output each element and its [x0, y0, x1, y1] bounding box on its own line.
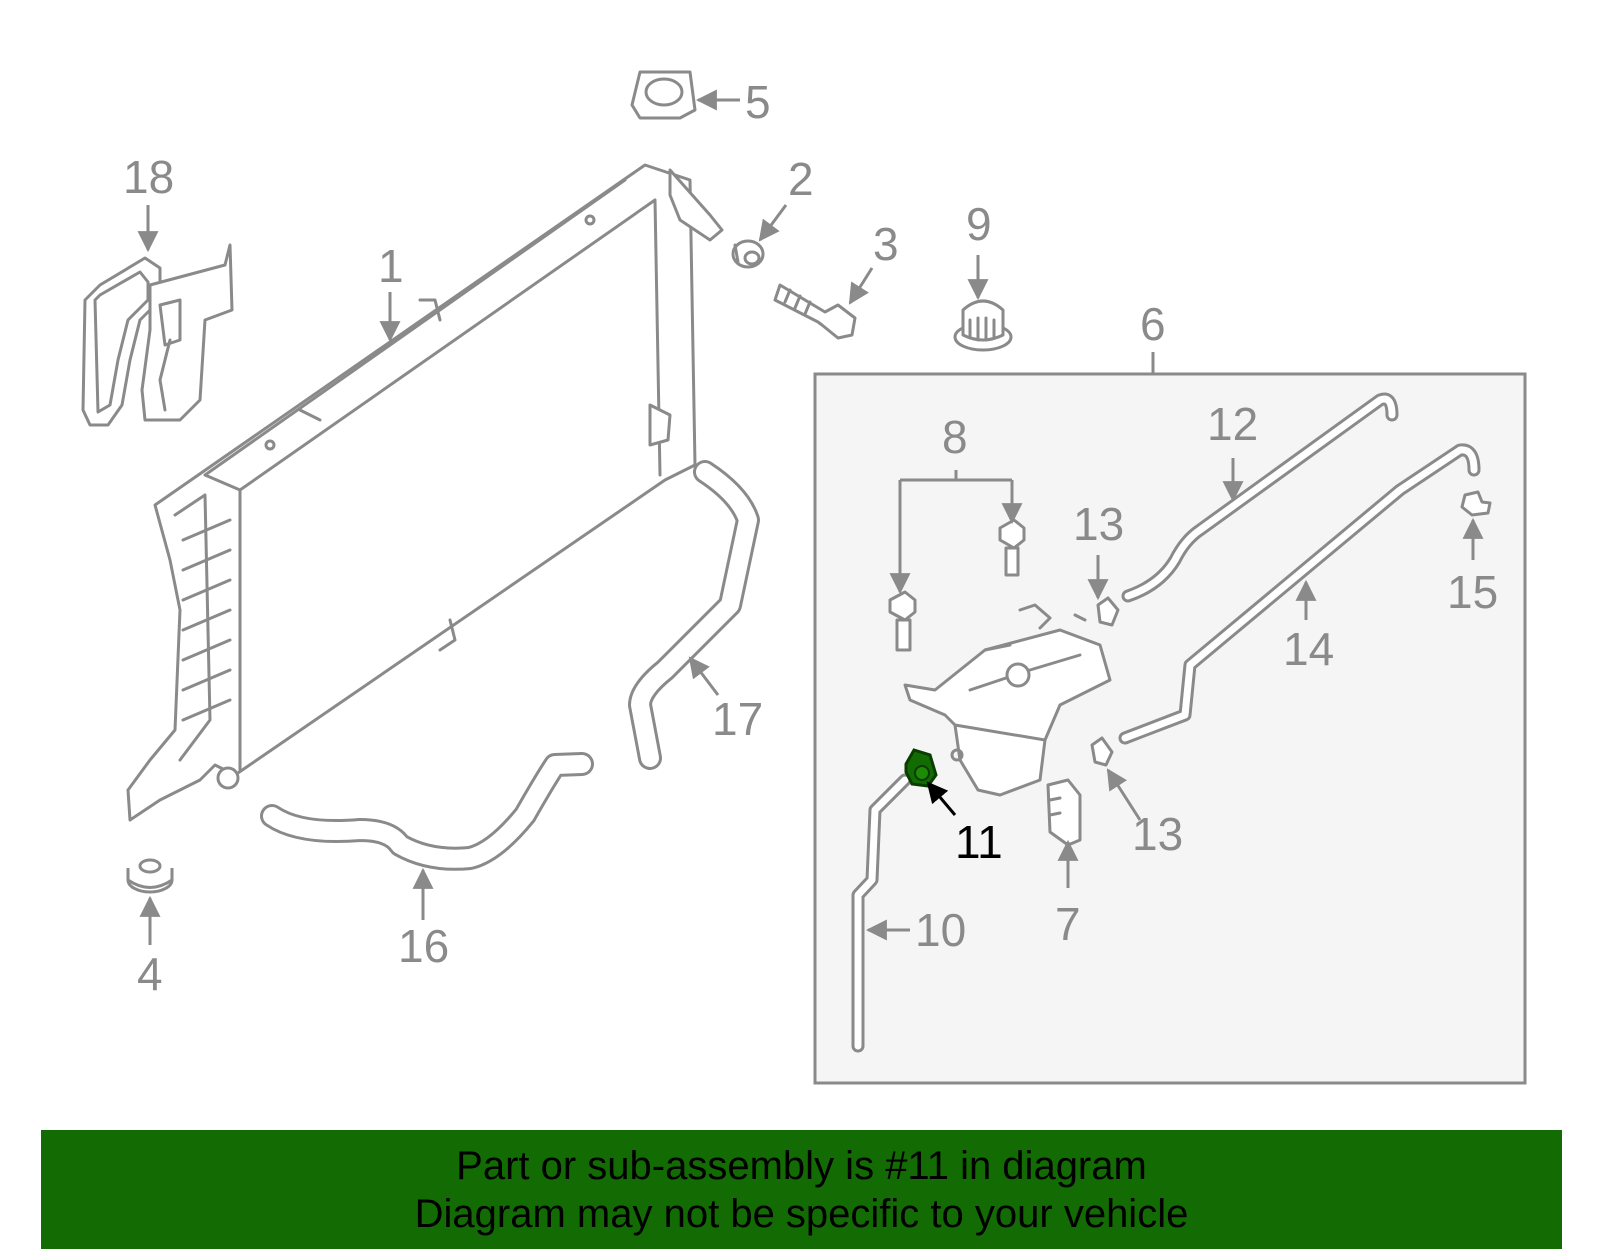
radiator-cap: [630, 70, 697, 120]
callout-13-lower: 13: [1132, 808, 1183, 860]
callout-14: 14: [1283, 623, 1334, 675]
air-guide-bracket: [81, 243, 234, 427]
radiator: [126, 163, 724, 822]
callout-7: 7: [1055, 898, 1081, 950]
grommet: [731, 239, 765, 269]
callout-15: 15: [1447, 566, 1498, 618]
banner-line-part: Part or sub-assembly is #11 in diagram: [456, 1144, 1147, 1188]
lower-radiator-hose: [260, 752, 594, 871]
callout-8: 8: [942, 411, 968, 463]
pipe-clip: [1460, 490, 1492, 517]
banner-line-disclaimer: Diagram may not be specific to your vehi…: [414, 1192, 1189, 1236]
overflow-pipe-12: [1121, 392, 1399, 603]
callout-2: 2: [788, 153, 814, 205]
callout-4: 4: [137, 948, 163, 1000]
callout-1: 1: [378, 240, 404, 292]
callout-13-upper: 13: [1073, 498, 1124, 550]
coolant-reservoir-tank: [903, 603, 1112, 797]
callout-17: 17: [712, 693, 763, 745]
callout-16: 16: [398, 920, 449, 972]
info-banner: Part or sub-assembly is #11 in diagram D…: [41, 1130, 1562, 1249]
callout-3: 3: [873, 218, 899, 270]
leader-lines: [137, 89, 1484, 945]
callout-6: 6: [1140, 298, 1166, 350]
overflow-pipe-14: [1118, 443, 1481, 745]
upper-radiator-hose: [628, 460, 760, 770]
mounting-bolt: [773, 283, 857, 340]
reservoir-cap: [953, 299, 1013, 352]
callout-18: 18: [123, 151, 174, 203]
highlighted-part-11: [904, 748, 938, 788]
callout-11: 11: [955, 816, 1003, 868]
callout-10: 10: [915, 904, 966, 956]
callout-12: 12: [1207, 398, 1258, 450]
hose-clamp-lower: [1090, 736, 1114, 767]
callout-9: 9: [966, 198, 992, 250]
callout-5: 5: [745, 76, 771, 128]
reservoir-hose-10: [851, 773, 912, 1053]
mount-insulator: [126, 858, 174, 894]
reservoir-bracket: [1046, 778, 1082, 847]
